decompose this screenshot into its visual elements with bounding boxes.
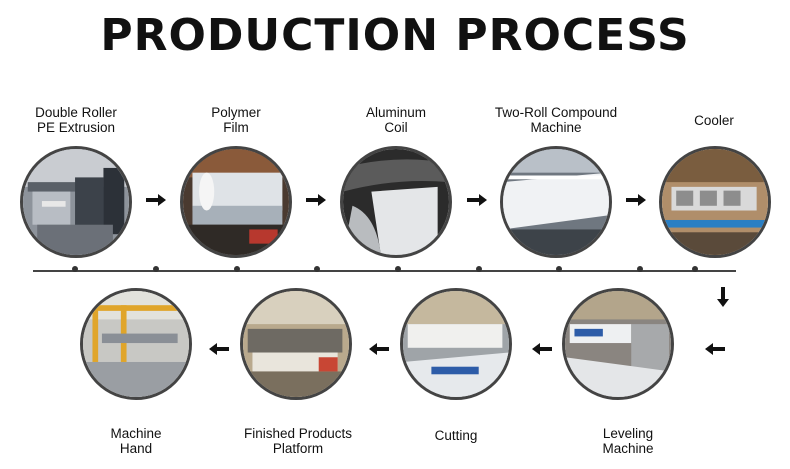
label-line: Film [223, 120, 249, 135]
compound-machine-photo [500, 146, 612, 258]
label-line: Two-Roll Compound [494, 105, 618, 120]
machine-hand-photo [80, 288, 192, 400]
timeline-dot [637, 266, 643, 272]
step-label-polymer-film: Polymer Film [178, 105, 294, 135]
timeline-dot [556, 266, 562, 272]
timeline-line [33, 270, 736, 272]
step-label-machine-hand: Machine Hand [78, 426, 194, 456]
label-line: Machine [602, 441, 654, 456]
step-label-cooler: Cooler [656, 113, 772, 128]
leveling-machine-photo [562, 288, 674, 400]
arrow-right-icon [467, 193, 487, 211]
arrow-right-icon [146, 193, 166, 211]
timeline-dot [234, 266, 240, 272]
finished-products-platform-photo [240, 288, 352, 400]
timeline-dot [692, 266, 698, 272]
arrow-left-icon [705, 342, 725, 360]
polymer-film-roll-photo [180, 146, 292, 258]
extrusion-machine-photo [20, 146, 132, 258]
arrow-right-icon [626, 193, 646, 211]
aluminum-coil-photo [340, 146, 452, 258]
cutting-photo [400, 288, 512, 400]
step-label-double-roller: Double Roller PE Extrusion [18, 105, 134, 135]
label-line: Coil [384, 120, 408, 135]
step-label-leveling-machine: Leveling Machine [570, 426, 686, 456]
label-line: Machine [110, 426, 162, 441]
label-line: PE Extrusion [36, 120, 116, 135]
label-line: Hand [119, 441, 153, 456]
step-label-finished-products: Finished Products Platform [228, 426, 368, 456]
timeline-dot [476, 266, 482, 272]
arrow-left-icon [532, 342, 552, 360]
arrow-right-icon [306, 193, 326, 211]
label-line: Polymer [211, 105, 261, 120]
step-label-two-roll: Two-Roll Compound Machine [488, 105, 624, 135]
label-line: Leveling [602, 426, 654, 441]
arrow-left-icon [369, 342, 389, 360]
step-label-aluminum-coil: Aluminum Coil [338, 105, 454, 135]
label-line: Finished Products [243, 426, 353, 441]
page-title: PRODUCTION PROCESS [100, 10, 690, 61]
cooler-photo [659, 146, 771, 258]
label-line: Double Roller [35, 105, 117, 120]
label-line: Cutting [434, 428, 478, 443]
step-label-cutting: Cutting [398, 428, 514, 443]
timeline-dot [153, 266, 159, 272]
arrow-left-icon [209, 342, 229, 360]
label-line: Aluminum [365, 105, 427, 120]
timeline-dot [314, 266, 320, 272]
label-line: Machine [530, 120, 582, 135]
label-line: Platform [272, 441, 324, 456]
arrow-down-icon [717, 287, 729, 312]
timeline-dot [395, 266, 401, 272]
timeline-dot [72, 266, 78, 272]
label-line: Cooler [694, 113, 734, 128]
